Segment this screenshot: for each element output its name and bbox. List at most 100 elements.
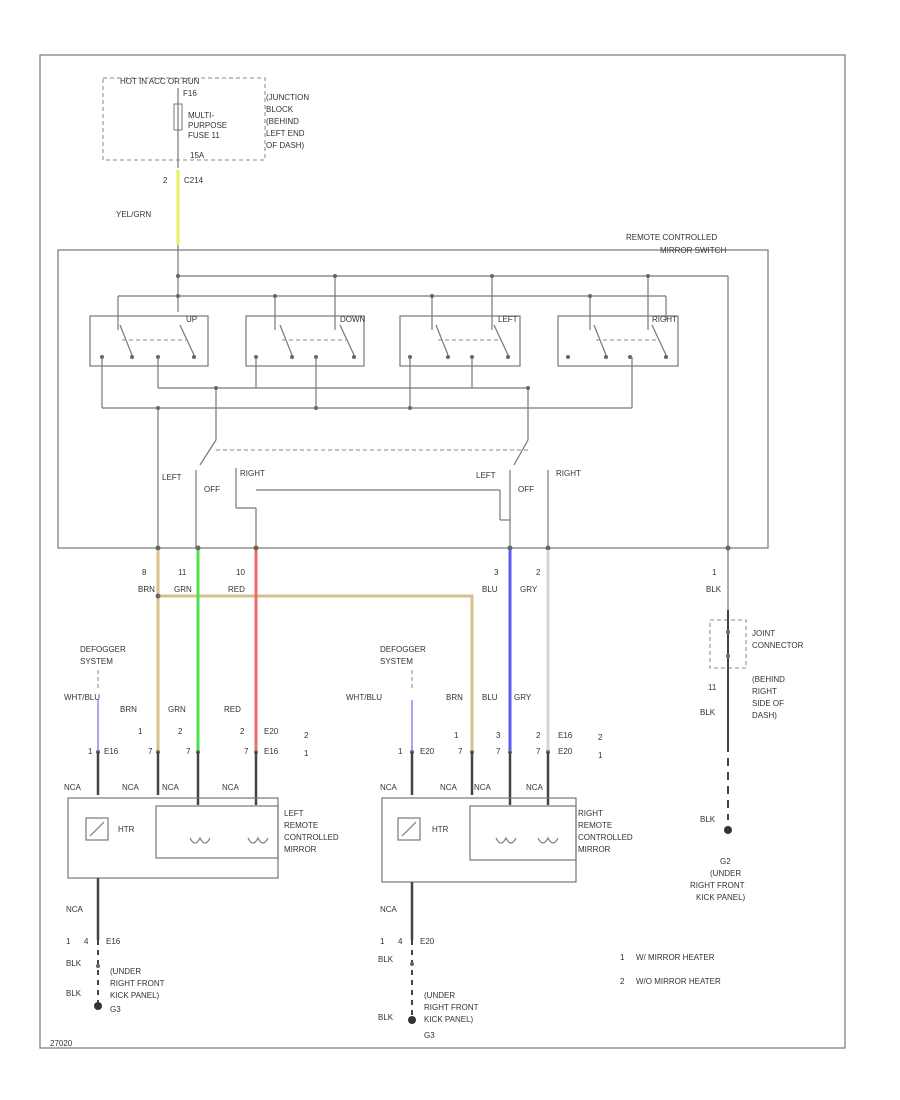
left-mirror-name-4: MIRROR <box>284 845 317 854</box>
right-defogger-2: SYSTEM <box>380 657 413 666</box>
left-pin-num-1: 1 <box>138 727 143 736</box>
fuse-location-3: (BEHIND <box>266 117 299 126</box>
joint-connector-label-1: JOINT <box>752 629 775 638</box>
switch-position-down: DOWN <box>245 315 366 367</box>
left-bottom-nca: NCA <box>66 905 84 914</box>
joint-connector-label-3: (BEHIND <box>752 675 785 684</box>
switch-title-2: MIRROR SWITCH <box>660 246 726 255</box>
joint-connector-label-4: RIGHT <box>752 687 777 696</box>
left-mirror-name-2: REMOTE <box>284 821 318 830</box>
left-nca-1: NCA <box>64 783 82 792</box>
ground-right-loc-1: (UNDER <box>710 869 741 878</box>
right-variant-2: 2 <box>598 733 603 742</box>
output-pin-red: 10 <box>236 568 245 577</box>
selector-right-off: OFF <box>518 485 534 494</box>
fuse-label-1: MULTI- <box>188 111 214 120</box>
left-pin-num-2: 2 <box>178 727 183 736</box>
left-pin-7-b: 7 <box>186 747 191 756</box>
ground-wire-label: BLK <box>706 585 722 594</box>
right-nca-4: NCA <box>526 783 544 792</box>
right-conn-e20: E16 <box>558 731 573 740</box>
legend-num-2: 2 <box>620 977 625 986</box>
left-wire-red: RED <box>224 705 241 714</box>
left-ground-id: G3 <box>110 1005 121 1014</box>
output-pin-brn: 8 <box>142 568 147 577</box>
selector-left-left: LEFT <box>162 473 182 482</box>
left-ground-icon <box>94 1002 102 1010</box>
right-wire-wht-blu: WHT/BLU <box>346 693 382 702</box>
legend-num-1: 1 <box>620 953 625 962</box>
brn-wire-right <box>158 594 474 750</box>
right-pin-num-3: 3 <box>496 731 501 740</box>
fuse-location-1: (JUNCTION <box>266 93 309 102</box>
switch-title-1: REMOTE CONTROLLED <box>626 233 717 242</box>
output-pin-gry: 2 <box>536 568 541 577</box>
diagram-id: 27020 <box>50 1039 73 1048</box>
legend: 1 W/ MIRROR HEATER 2 W/O MIRROR HEATER <box>620 953 721 986</box>
right-motor-left-right-icon <box>537 836 559 844</box>
right-mirror-name-4: MIRROR <box>578 845 611 854</box>
output-wire-gry: GRY <box>520 585 538 594</box>
left-defogger-2: SYSTEM <box>80 657 113 666</box>
selector-left-right: RIGHT <box>240 469 265 478</box>
left-bottom-pin-4: 4 <box>84 937 89 946</box>
ground-wire-pin: 1 <box>712 568 717 577</box>
left-wire-wht-blu: WHT/BLU <box>64 693 100 702</box>
selector-right-left: LEFT <box>476 471 496 480</box>
right-wire-gry: GRY <box>514 693 532 702</box>
position-down-label: DOWN <box>340 315 366 324</box>
right-heater-label: HTR <box>432 825 449 834</box>
right-mirror-name-1: RIGHT <box>578 809 603 818</box>
right-wire-blu: BLU <box>482 693 498 702</box>
right-heater-icon <box>397 817 421 841</box>
left-variant-1: 1 <box>304 749 309 758</box>
left-heater-icon <box>85 817 109 841</box>
right-bottom-wire-1: BLK <box>378 955 394 964</box>
fuse-location-2: BLOCK <box>266 105 294 114</box>
selector-right-right: RIGHT <box>556 469 581 478</box>
right-pin-1: 1 <box>398 747 403 756</box>
right-nca-2: NCA <box>440 783 458 792</box>
right-pin-7-c: 7 <box>536 747 541 756</box>
right-motor-box <box>469 805 577 861</box>
right-pin-7-a: 7 <box>458 747 463 756</box>
left-bottom-wire-1: BLK <box>66 959 82 968</box>
right-ground-id: G3 <box>424 1031 435 1040</box>
left-heater-label: HTR <box>118 825 135 834</box>
right-mirror-name-2: REMOTE <box>578 821 612 830</box>
legend-text-2: W/O MIRROR HEATER <box>636 977 721 986</box>
right-bottom-pin-1: 1 <box>380 937 385 946</box>
left-mirror-name-1: LEFT <box>284 809 304 818</box>
right-mirror-section: DEFOGGER SYSTEM WHT/BLU BRN BLU GRY 1 3 … <box>346 645 633 1040</box>
left-mirror-name-3: CONTROLLED <box>284 833 339 842</box>
fuse-label-2: PURPOSE <box>188 121 227 130</box>
joint-connector-label-2: CONNECTOR <box>752 641 804 650</box>
joint-connector-label-5: SIDE OF <box>752 699 784 708</box>
output-wire-red: RED <box>228 585 245 594</box>
ground-right-id: G2 <box>720 857 731 866</box>
right-defogger-1: DEFOGGER <box>380 645 426 654</box>
switch-position-right: RIGHT <box>557 315 679 367</box>
right-bottom-conn: E20 <box>420 937 435 946</box>
left-nca-4: NCA <box>222 783 240 792</box>
right-bottom-pin-4: 4 <box>398 937 403 946</box>
right-ground-icon <box>408 1016 416 1024</box>
left-motor-box <box>155 805 279 859</box>
left-ground-loc-1: (UNDER <box>110 967 141 976</box>
left-pin-7-a: 7 <box>148 747 153 756</box>
left-motor-left-right-icon <box>247 836 269 844</box>
left-bottom-conn: E16 <box>106 937 121 946</box>
left-motor-up-down-icon <box>189 836 211 844</box>
left-pin-num-3: 2 <box>240 727 245 736</box>
right-variant-1: 1 <box>598 751 603 760</box>
switch-position-left: LEFT <box>399 315 521 367</box>
output-wire-grn: GRN <box>174 585 192 594</box>
diagram-frame <box>39 54 846 1049</box>
left-ground-loc-2: RIGHT FRONT <box>110 979 165 988</box>
left-variant-2: 2 <box>304 731 309 740</box>
position-up-label: UP <box>186 315 197 324</box>
fuse-location-4: LEFT END <box>266 129 305 138</box>
left-bottom-wire-2: BLK <box>66 989 82 998</box>
right-bottom-wire-2: BLK <box>378 1013 394 1022</box>
